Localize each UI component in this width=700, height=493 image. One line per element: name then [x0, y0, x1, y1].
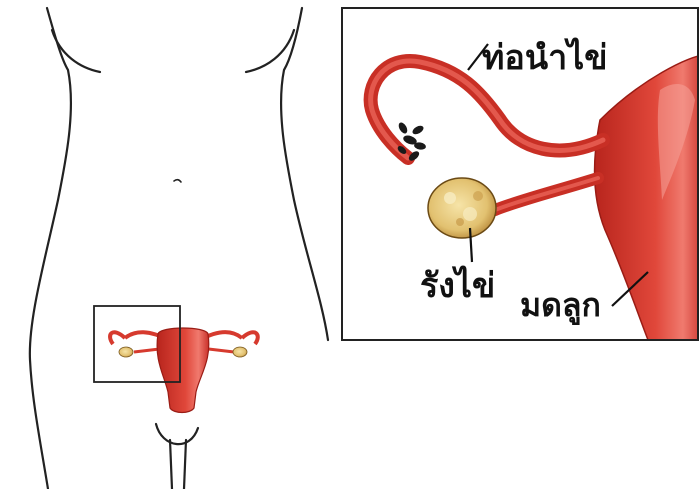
ovary-label: รังไข่: [420, 258, 495, 312]
body-outline: [30, 8, 328, 489]
small-uterus-figure: [110, 328, 258, 413]
uterus-label: มดลูก: [520, 280, 601, 331]
fallopian-tube-label: ท่อนำไข่: [482, 30, 608, 84]
ovary-shape: [428, 178, 496, 238]
